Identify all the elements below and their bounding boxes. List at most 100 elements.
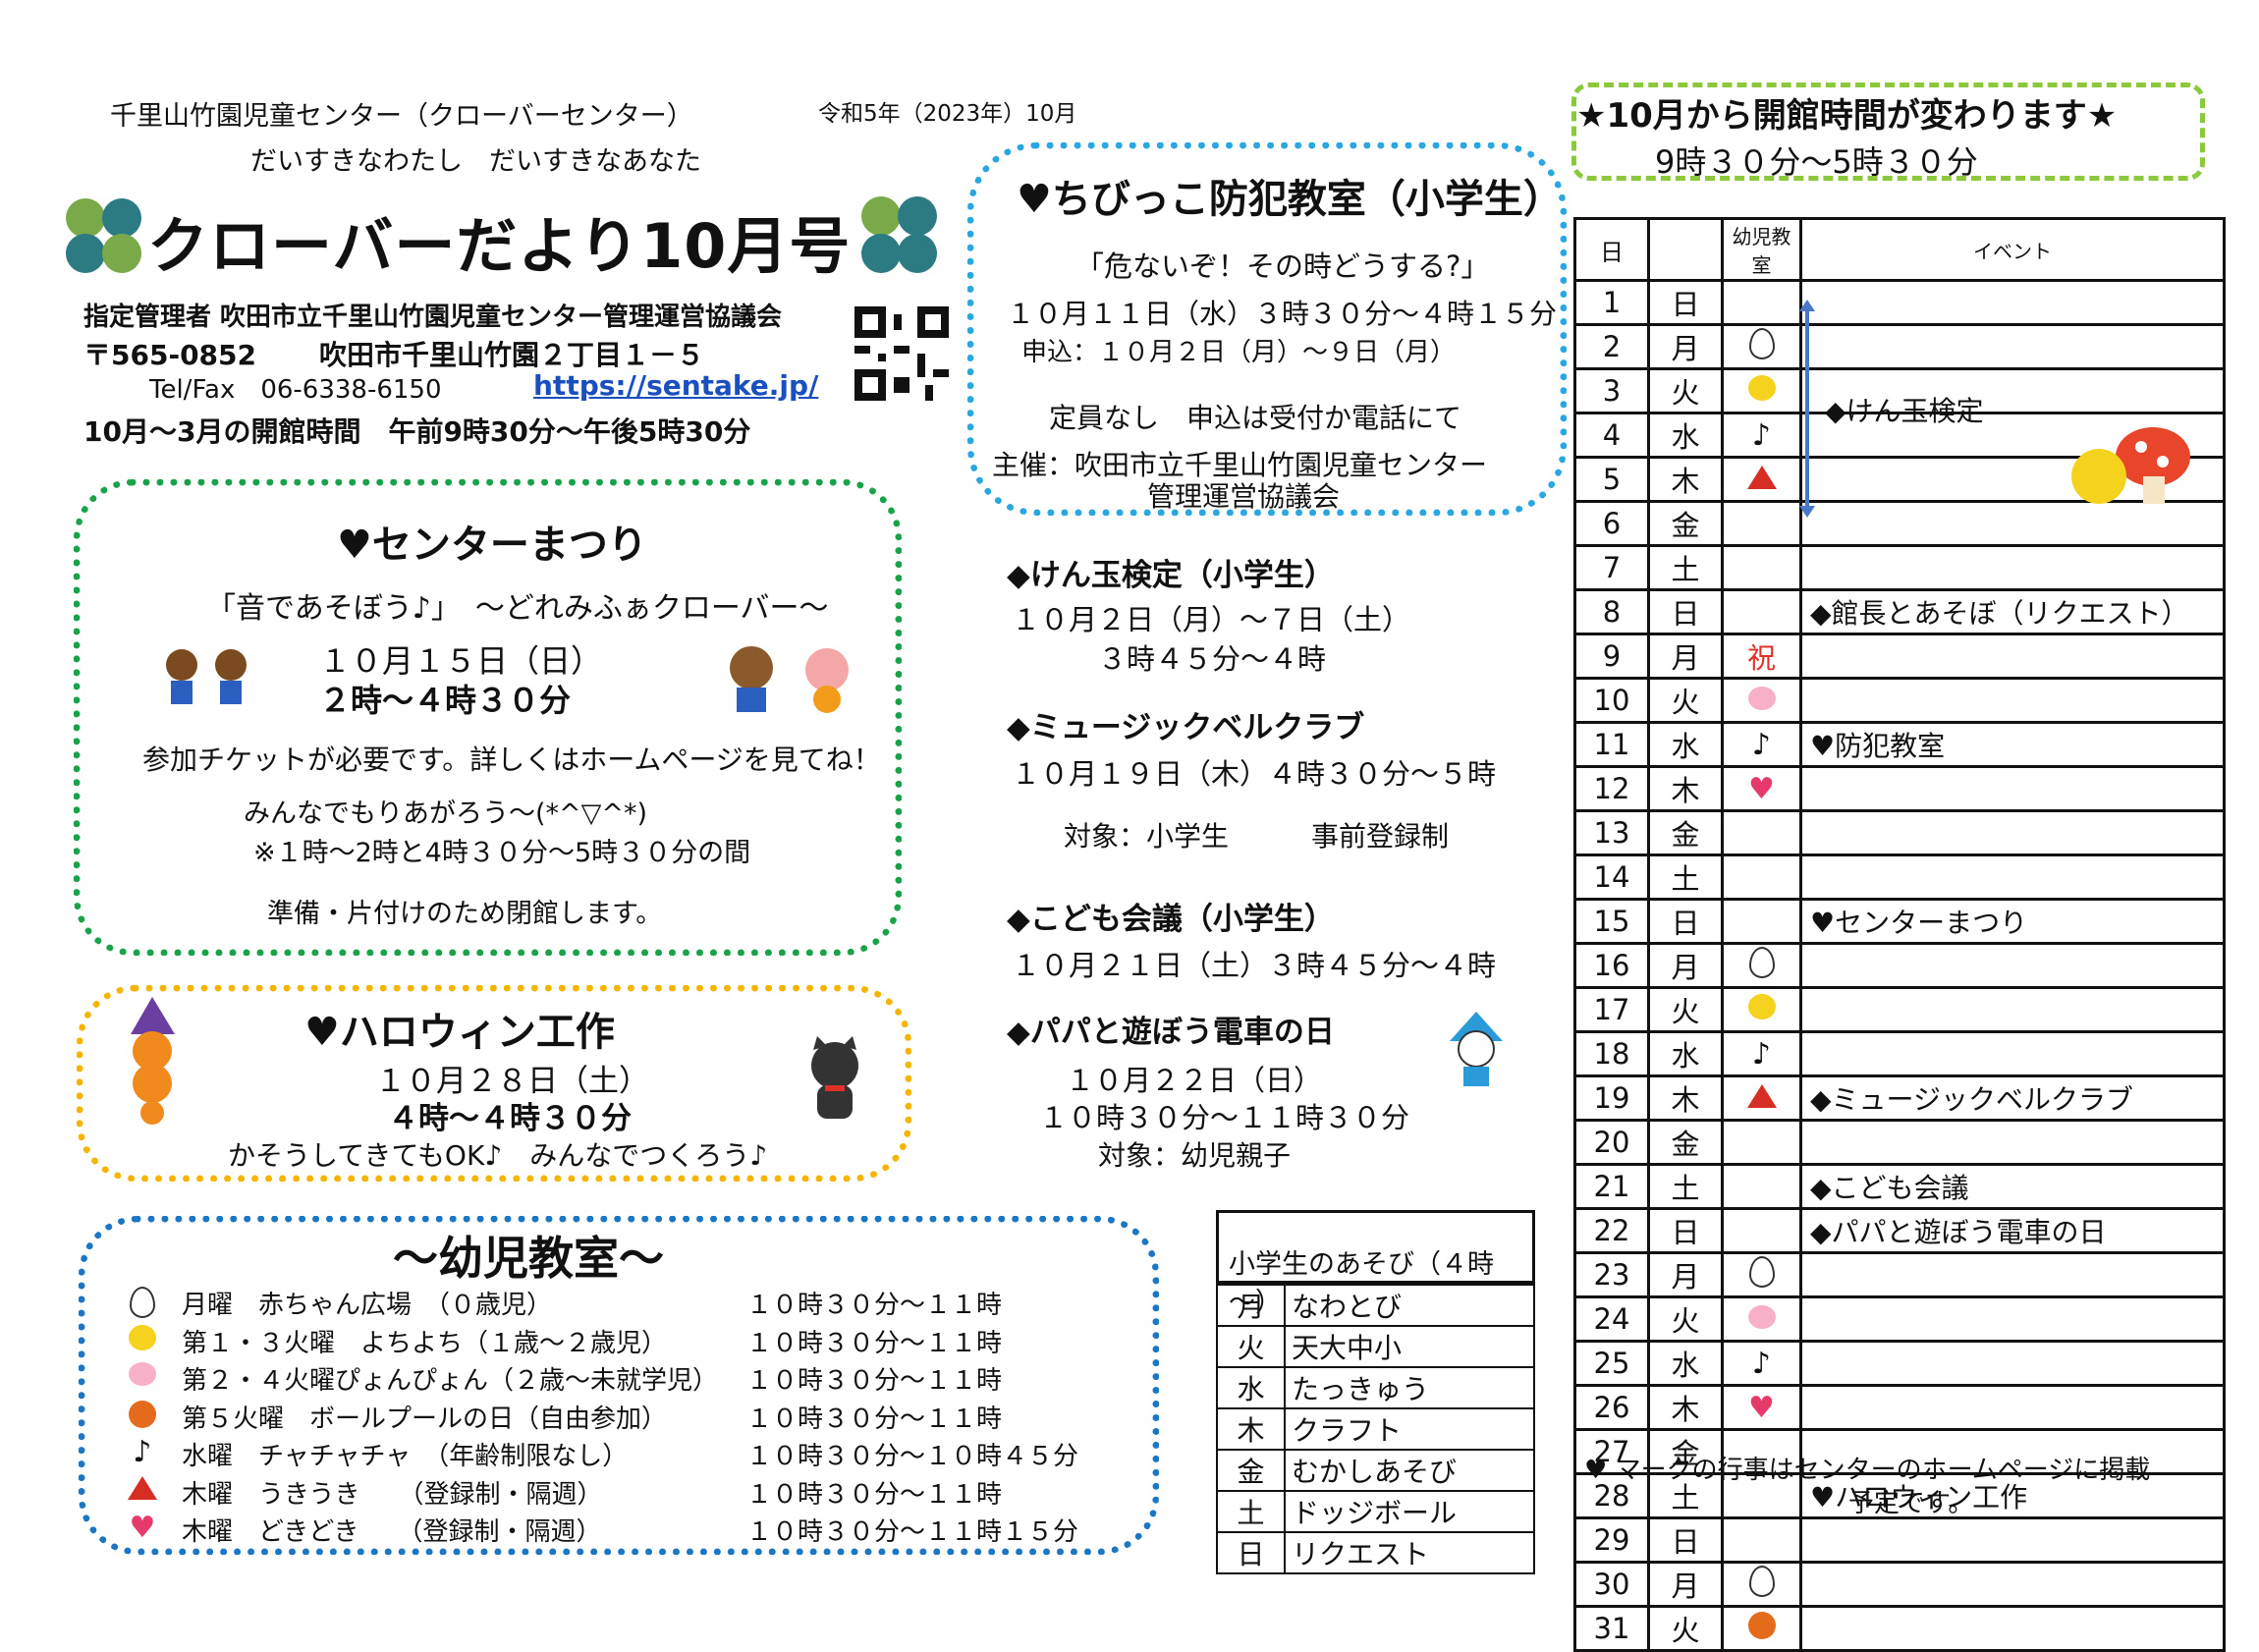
- calendar-event: ◆こども会議: [1799, 1163, 2226, 1210]
- calendar-day: 29: [1573, 1516, 1650, 1564]
- calendar-toddler-cell: [1721, 1207, 1802, 1254]
- calendar-day: 5: [1573, 456, 1650, 503]
- holiday-label: 祝: [1746, 641, 1776, 675]
- calendar-weekday: 日: [1647, 898, 1724, 945]
- calendar-weekday: 火: [1647, 986, 1724, 1033]
- play-activity: なわとび: [1284, 1284, 1535, 1327]
- calendar-event: [1799, 986, 2226, 1033]
- crime-class-capacity: 定員なし 申込は受付か電話にて: [1049, 402, 1462, 434]
- notice-box: [1571, 83, 2205, 181]
- calendar-event: [1799, 279, 2226, 326]
- note-icon: ♪: [1751, 418, 1772, 453]
- event-bell-time: １０月１９日（木）４時３０分～５時: [1012, 757, 1497, 791]
- calendar-toddler-cell: ♪: [1721, 721, 1802, 768]
- calendar-toddler-cell: [1721, 544, 1802, 591]
- calendar-day: 26: [1573, 1384, 1650, 1431]
- calendar-day: 20: [1573, 1119, 1650, 1166]
- toddler-class-time: １０時３０分～１１時: [746, 1366, 1003, 1396]
- calendar-day: 9: [1573, 633, 1650, 680]
- calendar-weekday: 日: [1647, 1516, 1724, 1564]
- play-weekday: 火: [1216, 1325, 1286, 1368]
- calendar-weekday: 金: [1647, 809, 1724, 856]
- event-kendama-date: １０月２日（月）～７日（土）: [1012, 603, 1411, 636]
- note-icon: ♪: [1751, 1347, 1772, 1381]
- festival-subtitle: 「音であそぼう♪」 ～どれみふぁクローバー～: [206, 591, 829, 626]
- event-kendama-title: ◆けん玉検定（小学生）: [1007, 558, 1335, 593]
- toddler-class-name: 第５火曜 ボールプールの日（自由参加）: [182, 1404, 668, 1434]
- crime-class-host: 主催：吹田市立千里山竹園児童センター: [992, 449, 1488, 481]
- play-row: 土ドッジボール: [1216, 1490, 1535, 1533]
- play-weekday: 木: [1216, 1407, 1286, 1451]
- play-weekday: 土: [1216, 1490, 1286, 1533]
- toddler-class-name: 水曜 チャチャチャ （年齢制限なし）: [182, 1442, 629, 1471]
- calendar-event: [1799, 1516, 2226, 1564]
- calendar-toddler-cell: [1721, 1251, 1802, 1298]
- cal-header-weekday: [1647, 217, 1724, 282]
- calendar-weekday: 月: [1647, 633, 1724, 680]
- calendar-toddler-cell: [1721, 986, 1802, 1033]
- bear-and-pig-icon: [707, 638, 854, 721]
- crime-class-apply: 申込：１０月２日（月）～９日（月）: [1021, 338, 1457, 367]
- play-row: 日リクエスト: [1216, 1531, 1535, 1574]
- toddler-class-box: [79, 1216, 1159, 1555]
- newsletter-title: クローバーだより10月号: [147, 210, 852, 282]
- toddler-class-time: １０時３０分～１１時: [746, 1328, 1003, 1358]
- website-link[interactable]: https://sentake.jp/: [533, 369, 819, 402]
- calendar-day: 15: [1573, 898, 1650, 945]
- note-icon: ♪: [1751, 728, 1772, 762]
- calendar-toddler-cell: [1721, 279, 1802, 326]
- play-weekday: 水: [1216, 1366, 1286, 1409]
- calendar-event: ♥センターまつり: [1799, 898, 2226, 945]
- calendar-event: [1799, 633, 2226, 680]
- pumpkin-stack-icon: [116, 997, 190, 1129]
- calendar-weekday: 土: [1647, 854, 1724, 901]
- address: 吹田市千里山竹園２丁目１－５: [319, 339, 705, 371]
- egg-icon: [1747, 1565, 1777, 1597]
- calendar-footnote: ♥ マークの行事はセンターのホームページに掲載: [1584, 1456, 2151, 1485]
- halloween-title: ♥ハロウィン工作: [304, 1010, 615, 1055]
- calendar-event: [1799, 765, 2226, 812]
- chick-icon: [1747, 994, 1777, 1023]
- calendar-event: [1799, 809, 2226, 856]
- calendar-weekday: 日: [1647, 588, 1724, 635]
- bunny-icon: [1747, 687, 1777, 716]
- calendar-toddler-cell: [1721, 809, 1802, 856]
- calendar-event: [1799, 1119, 2226, 1166]
- calendar-day: 11: [1573, 721, 1650, 768]
- cal-header-day: 日: [1573, 217, 1650, 282]
- play-row: 金むかしあそび: [1216, 1449, 1535, 1492]
- calendar-day: 21: [1573, 1163, 1650, 1210]
- play-activity: ドッジボール: [1284, 1490, 1535, 1533]
- clover-logo-right-icon: [856, 194, 945, 281]
- calendar-toddler-cell: [1721, 456, 1802, 503]
- toddler-class-time: １０時３０分～１１時１５分: [746, 1517, 1079, 1547]
- elementary-play-title: 小学生のあそび（４時～）: [1216, 1210, 1535, 1318]
- calendar-event: ♥ハロウィン工作: [1799, 1472, 2226, 1519]
- calendar-weekday: 月: [1647, 323, 1724, 370]
- notice-title: ★10月から開館時間が変わります★: [1576, 96, 2118, 136]
- event-council-time: １０月２１日（土）３時４５分～４時: [1012, 949, 1497, 982]
- calendar-toddler-cell: [1721, 500, 1802, 547]
- calendar-day: 22: [1573, 1207, 1650, 1254]
- play-row: 月なわとび: [1216, 1284, 1535, 1327]
- play-weekday: 日: [1216, 1531, 1286, 1574]
- calendar-event: [1799, 677, 2226, 724]
- halloween-box: [77, 985, 911, 1182]
- ball-icon: [1747, 1611, 1777, 1641]
- calendar-day: 23: [1573, 1251, 1650, 1298]
- toddler-class-title: ～幼児教室～: [393, 1232, 664, 1285]
- calendar-toddler-cell: [1721, 1163, 1802, 1210]
- calendar-toddler-cell: ♪: [1721, 412, 1802, 459]
